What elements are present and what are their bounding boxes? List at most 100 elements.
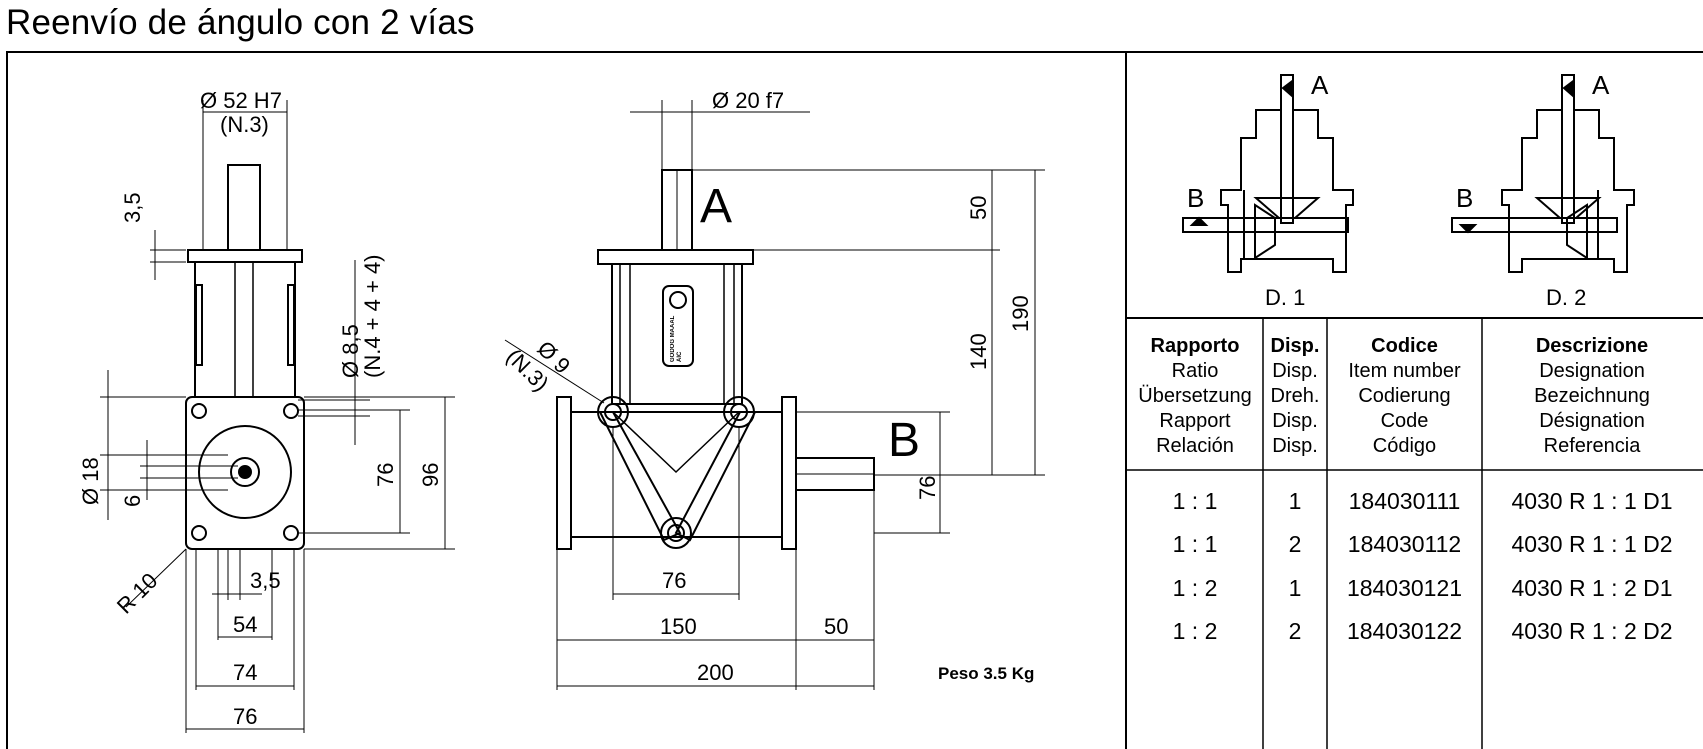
header-ratio-line: Relación [1156,435,1234,457]
front-flange-right [781,396,797,550]
d1-gear-top [1253,197,1321,219]
header-disp-line: Disp. [1272,410,1318,432]
front-rib-right [674,411,757,542]
side-slot-right [287,284,295,366]
d1-gear-side [1254,203,1276,260]
drawing-frame [6,51,1703,749]
radius-dimension: R 10 [112,568,163,619]
label-b: B [888,414,920,467]
dim-3-5-bottom: 3,5 [250,568,281,593]
label-a: A [700,180,732,233]
row-4-description: 4030 R 1 : 2 D2 [1511,618,1673,644]
dim-76-inner: 76 [662,568,686,593]
header-description: Descrizione Designation Bezeichnung Dési… [1482,334,1702,459]
row-2-ratio: 1 : 1 [1172,531,1218,557]
dim-6: 6 [120,495,145,507]
header-description-line: Designation [1539,360,1645,382]
header-description-bold: Descrizione [1535,335,1649,357]
row-1-code: 184030111 [1348,488,1461,514]
d1-vertical-shaft [1280,74,1294,224]
d2-label-b: B [1456,183,1473,213]
dim-96: 96 [418,463,443,487]
d2-gear-top [1534,197,1602,219]
brand-logo [662,285,694,367]
header-code-line: Code [1380,410,1429,432]
side-hole [283,525,299,541]
d2-vertical-shaft [1561,74,1575,224]
header-description-line: Bezeichnung [1534,385,1650,407]
front-body [570,411,783,538]
dim-3-5-top: 3,5 [120,192,145,223]
d1-horizontal-shaft [1182,217,1349,233]
row-3-code: 184030121 [1346,575,1463,601]
row-3-disp: 1 [1288,575,1302,601]
header-code-line: Codierung [1358,385,1451,407]
side-slot-left [195,284,203,366]
row-2-description: 4030 R 1 : 1 D2 [1511,531,1673,557]
side-base [185,396,305,550]
holes-note: (N.4 + 4 + 4) [360,254,385,378]
front-view [556,169,875,550]
shaft-diameter: Ø 18 [78,457,103,505]
header-code-bold: Codice [1371,335,1438,357]
front-flange-left [556,396,572,550]
side-hole [191,403,207,419]
row-1-description: 4030 R 1 : 1 D1 [1511,488,1673,514]
row-4-ratio: 1 : 2 [1172,618,1218,644]
product-table: Rapporto Ratio Übersetzung Rapport Relac… [1127,320,1703,749]
dim-190: 190 [1008,295,1033,332]
page-title: Reenvío de ángulo con 2 vías [6,3,475,42]
row-1-ratio: 1 : 1 [1172,488,1218,514]
row-2-code: 184030112 [1347,531,1462,557]
holes-dimension: Ø 8,5 [338,324,363,378]
side-hole [283,403,299,419]
table-grid [1126,318,1703,749]
header-ratio-line: Übersetzung [1138,385,1252,407]
row-1-disp: 1 [1288,488,1302,514]
dim-54: 54 [233,612,257,637]
row-4-disp: 2 [1288,618,1302,644]
side-dimension-lines [100,100,455,733]
side-shaft-circle [230,457,260,487]
row-2-disp: 2 [1288,531,1302,557]
d2-title: D. 2 [1546,285,1586,310]
d2-gear-side [1566,203,1588,260]
front-housing [611,263,743,405]
dim-200: 200 [697,660,734,685]
header-code-line: Item number [1348,360,1461,382]
header-code-line: Código [1372,435,1437,457]
side-shaft [227,164,261,251]
header-ratio: Rapporto Ratio Übersetzung Rapport Relac… [1127,334,1263,459]
dim-74: 74 [233,660,257,685]
header-ratio-line: Rapport [1159,410,1231,432]
row-3-description: 4030 R 1 : 2 D1 [1511,575,1673,601]
front-hole [660,517,692,549]
front-dimension-lines [504,100,1045,690]
dim-76-right: 76 [915,476,940,500]
header-code: Codice Item number Codierung Code Código [1327,334,1482,459]
dim-50-top: 50 [966,196,991,220]
header-disp-bold: Disp. [1270,335,1320,357]
d2-label-a: A [1592,70,1610,100]
row-4-code: 184030122 [1346,618,1463,644]
header-disp-line: Disp. [1272,435,1318,457]
header-disp-line: Disp. [1272,360,1318,382]
side-hole [191,525,207,541]
side-bore-circle [198,425,292,519]
d1-label-a: A [1311,70,1329,100]
dim-50-right: 50 [824,614,848,639]
header-ratio-line: Ratio [1171,360,1219,382]
side-flange-top [187,249,303,263]
dim-76-side: 76 [373,463,398,487]
shaft-a-dimension: Ø 20 f7 [712,88,784,113]
side-center [238,465,252,479]
config-diagram-d2 [1451,74,1635,273]
header-description-line: Désignation [1539,410,1645,432]
bore-note: (N.3) [220,112,269,137]
dim-150: 150 [660,614,697,639]
d2-horizontal-shaft [1451,217,1618,233]
side-view [185,164,305,550]
header-disp: Disp. Disp. Dreh. Disp. Disp. [1263,334,1327,459]
front-rib-left [598,411,682,542]
